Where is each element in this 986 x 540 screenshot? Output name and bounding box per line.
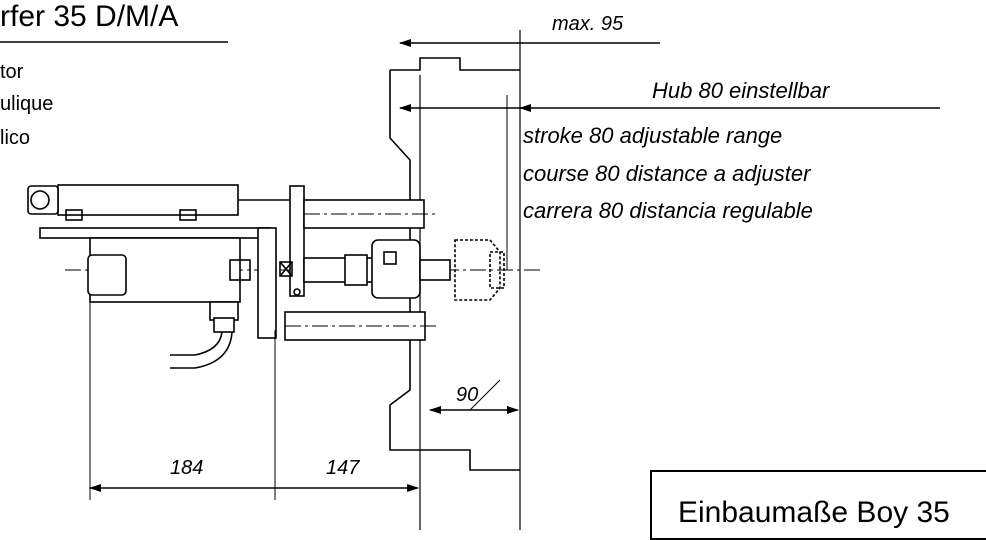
stroke-label-es: carrera 80 distancia regulable <box>523 198 813 223</box>
dimension-90: 90 <box>456 384 479 406</box>
subtitle-line-1: tor <box>0 61 24 83</box>
stroke-label-fr: course 80 distance a adjuster <box>523 161 811 186</box>
dimension-184: 184 <box>170 457 204 479</box>
dimension-147: 147 <box>326 457 360 479</box>
subtitle-line-2: ulique <box>0 93 54 115</box>
title-block-label: Einbaumaße Boy 35 <box>678 496 950 529</box>
page-title: rfer 35 D/M/A <box>0 0 179 33</box>
stroke-label-en: stroke 80 adjustable range <box>523 123 783 148</box>
stroke-label-de: Hub 80 einstellbar <box>652 78 830 103</box>
subtitle-line-3: lico <box>0 127 31 149</box>
title-block: Einbaumaße Boy 35 <box>650 470 986 540</box>
dimension-max-95: max. 95 <box>552 13 624 35</box>
